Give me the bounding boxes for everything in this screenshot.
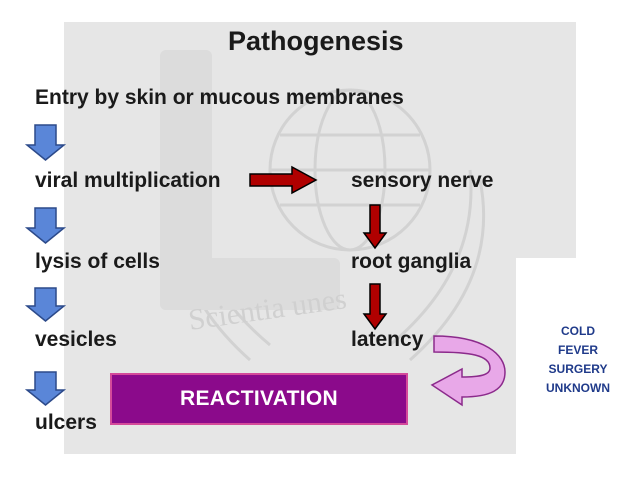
trigger-unknown: UNKNOWN bbox=[546, 381, 610, 395]
background-panel-upper bbox=[64, 22, 576, 258]
step-lysis-of-cells: lysis of cells bbox=[35, 250, 160, 273]
step-vesicles: vesicles bbox=[35, 328, 117, 351]
step-sensory-nerve: sensory nerve bbox=[351, 169, 494, 192]
down-arrow-icon bbox=[24, 371, 67, 406]
curved-return-arrow-icon bbox=[430, 335, 506, 407]
down-arrow-icon bbox=[24, 207, 67, 244]
down-arrow-icon bbox=[24, 287, 67, 322]
slide-title: Pathogenesis bbox=[228, 26, 404, 56]
reactivation-box: REACTIVATION bbox=[110, 373, 408, 425]
watermark-seal-icon: Scientia unes bbox=[160, 50, 486, 362]
trigger-surgery: SURGERY bbox=[548, 362, 608, 376]
down-arrow-icon bbox=[362, 283, 388, 331]
step-root-ganglia: root ganglia bbox=[351, 250, 472, 273]
step-latency: latency bbox=[351, 328, 424, 351]
down-arrow-icon bbox=[24, 124, 67, 161]
down-arrow-icon bbox=[362, 204, 388, 250]
entry-text: Entry by skin or mucous membranes bbox=[35, 86, 404, 109]
reactivation-triggers: COLD FEVER SURGERY UNKNOWN bbox=[528, 322, 628, 398]
trigger-cold: COLD bbox=[561, 324, 595, 338]
step-viral-multiplication: viral multiplication bbox=[35, 169, 221, 192]
trigger-fever: FEVER bbox=[557, 343, 598, 357]
reactivation-label: REACTIVATION bbox=[180, 387, 338, 410]
step-ulcers: ulcers bbox=[35, 411, 97, 434]
right-arrow-icon bbox=[249, 165, 318, 195]
